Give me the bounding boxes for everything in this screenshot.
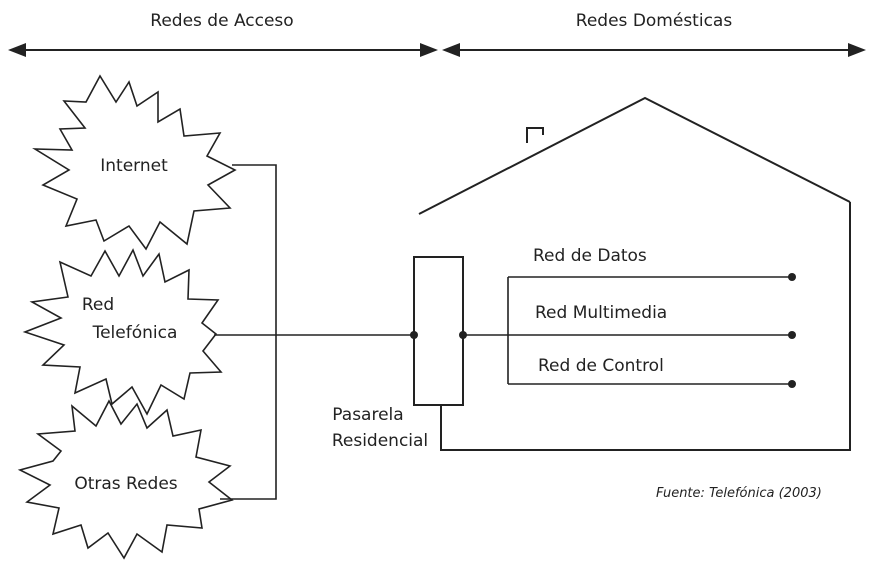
- gateway-label-line1: Pasarela: [332, 405, 403, 425]
- multimedia-network-endpoint: [788, 331, 796, 339]
- multimedia-network-label: Red Multimedia: [535, 303, 667, 323]
- telephone-burst-shape: [22, 248, 223, 416]
- gateway-input-dot: [410, 331, 418, 339]
- access-networks-arrow: [8, 43, 438, 57]
- other-networks-label: Otras Redes: [74, 474, 177, 494]
- access-connector: [214, 164, 414, 500]
- control-network-endpoint: [788, 380, 796, 388]
- gateway-label-line2: Residencial: [332, 431, 428, 451]
- internet-burst-shape: [32, 74, 237, 251]
- home-networks-arrow: [442, 43, 866, 57]
- telephone-label-line1: Red: [82, 295, 114, 315]
- house-outline: [418, 96, 851, 451]
- data-network-label: Red de Datos: [533, 246, 647, 266]
- data-network-endpoint: [788, 273, 796, 281]
- residential-gateway-box: [413, 256, 464, 406]
- source-caption: Fuente: Telefónica (2003): [656, 486, 822, 501]
- other-networks-burst-shape: [17, 399, 234, 560]
- internet-label: Internet: [100, 156, 168, 176]
- access-networks-label: Redes de Acceso: [150, 11, 293, 31]
- control-network-label: Red de Control: [538, 356, 664, 376]
- home-network-bus: [463, 276, 792, 385]
- home-networks-label: Redes Domésticas: [576, 11, 733, 31]
- telephone-label-line2: Telefónica: [92, 323, 178, 343]
